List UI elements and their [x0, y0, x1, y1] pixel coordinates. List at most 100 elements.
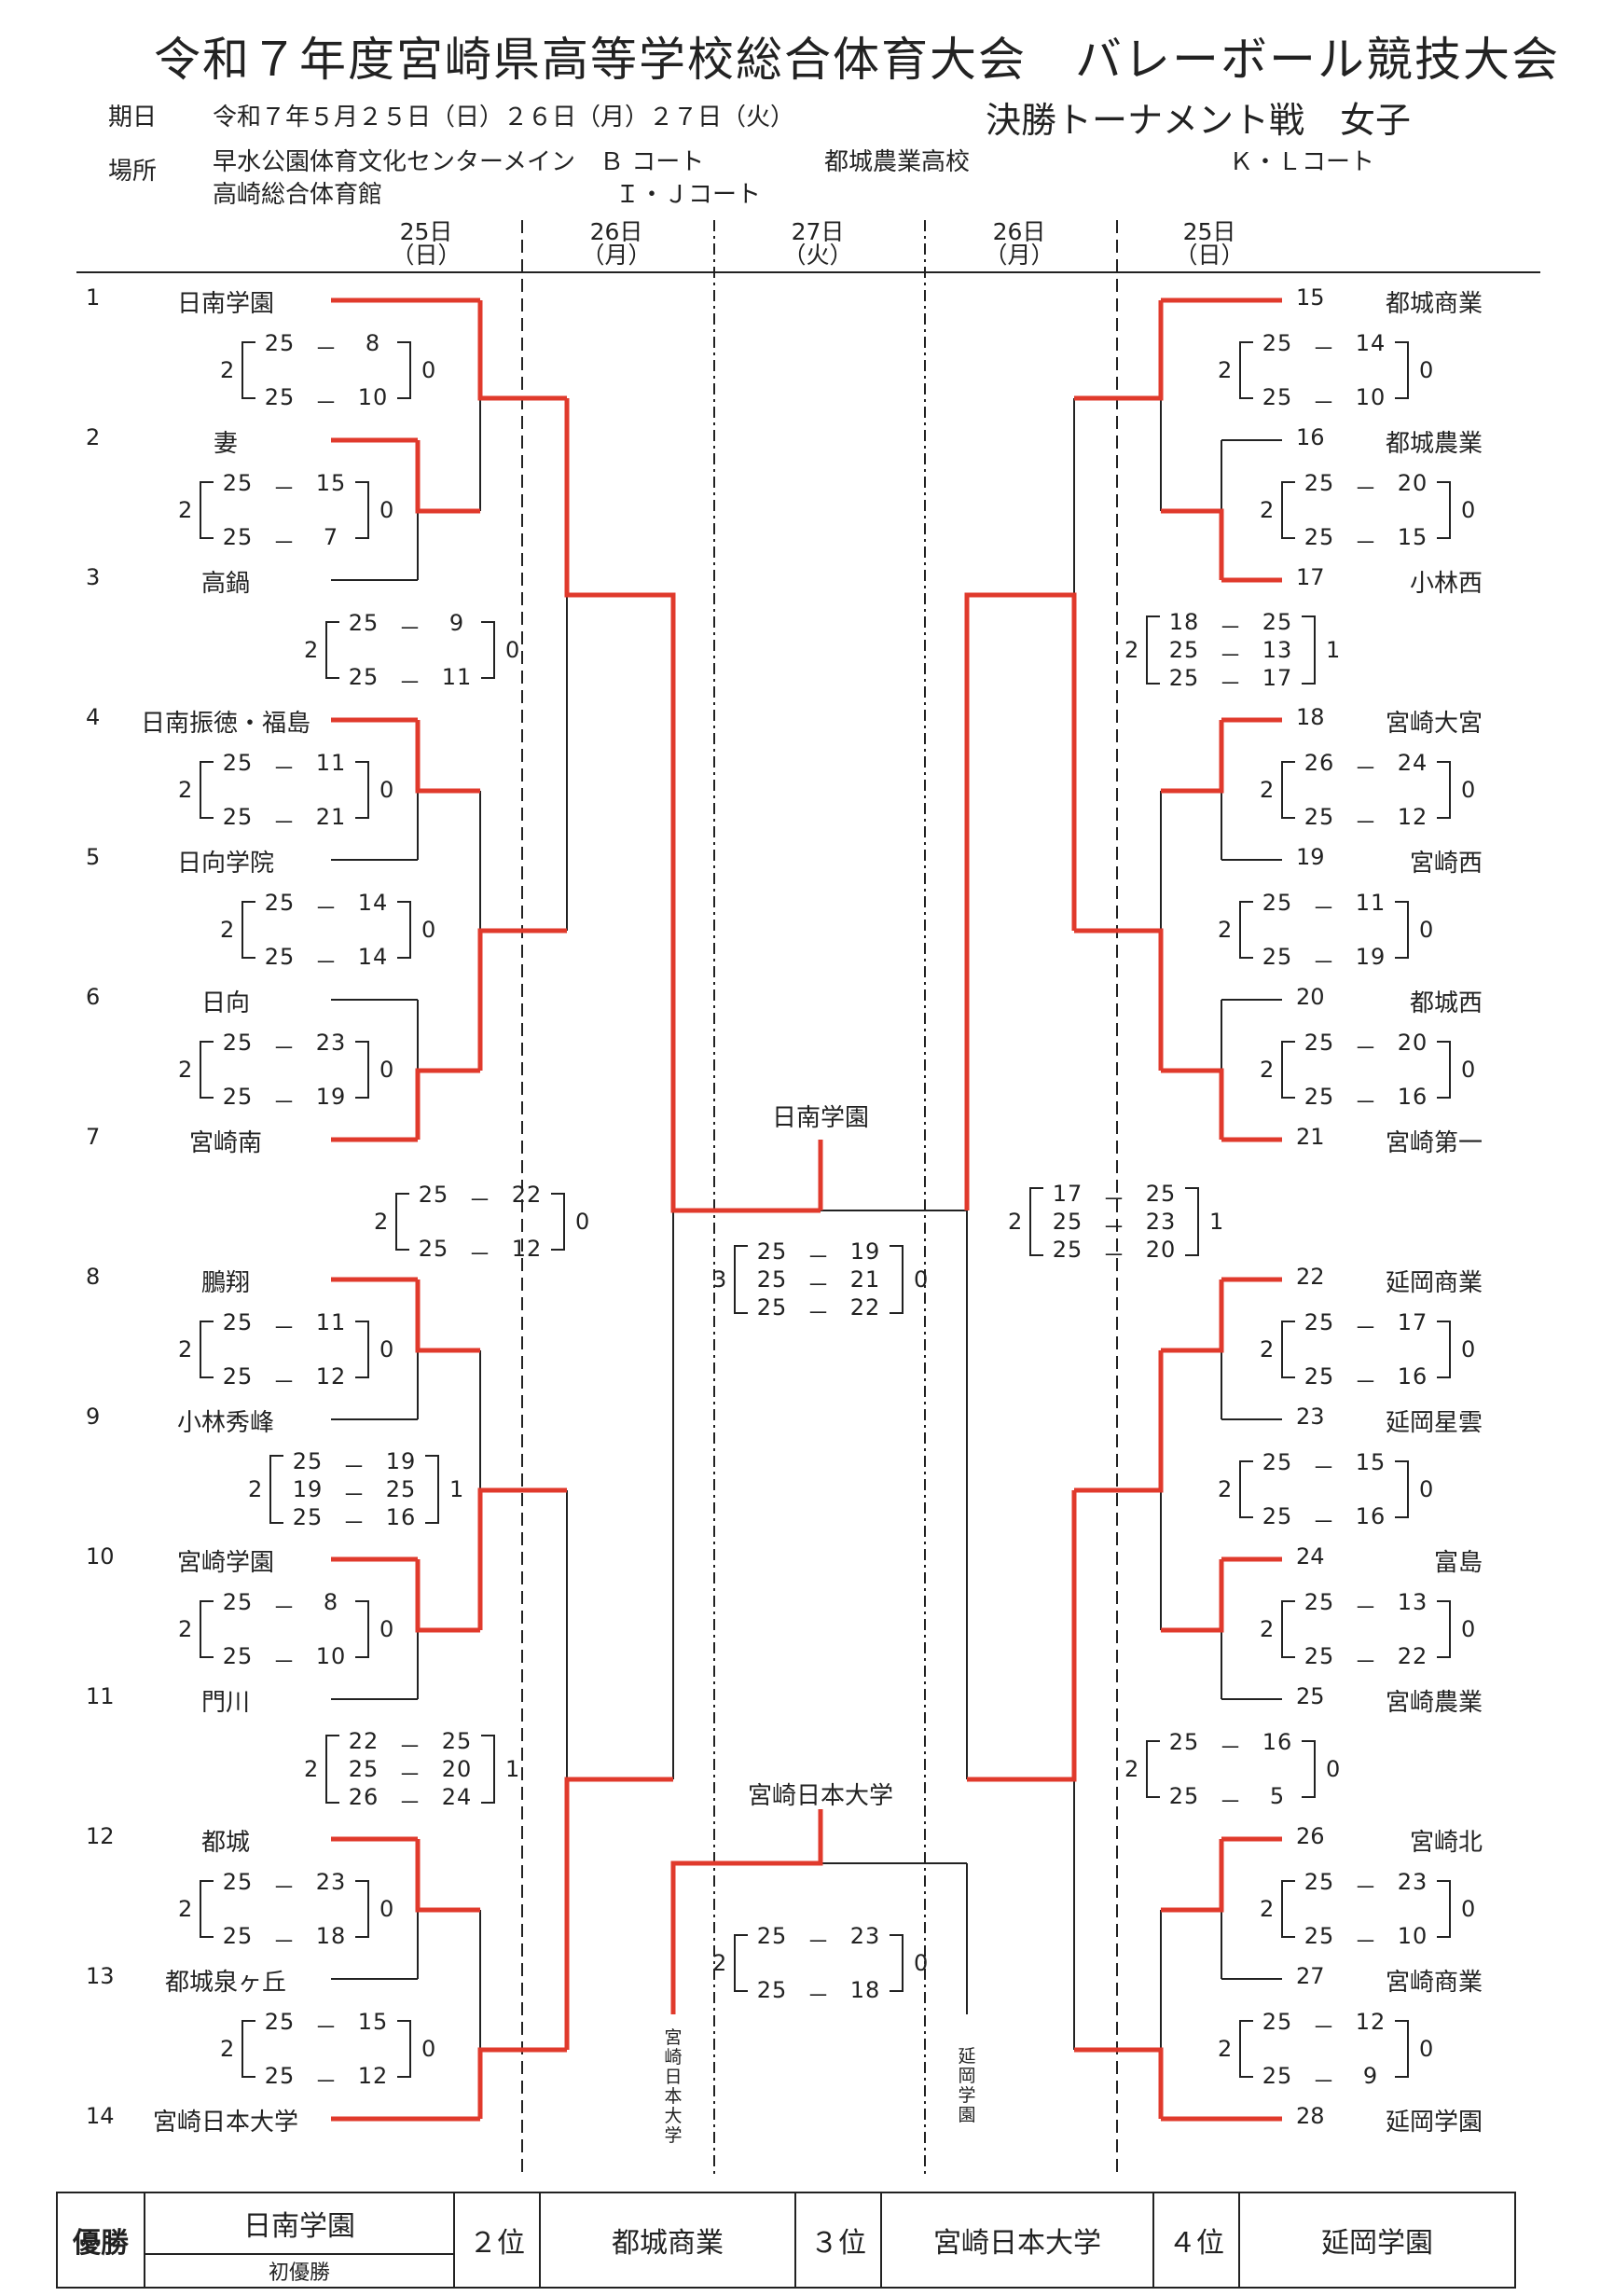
right-match-10-set-score-a: 25	[1304, 1589, 1335, 1615]
left-match-11-bracket-left	[325, 1735, 339, 1804]
left-match-2-sets-won-left: 2	[178, 497, 193, 523]
left-match-2-set-dash: －	[272, 476, 297, 502]
third-winner-path	[670, 1809, 823, 2014]
right-match-7-bracket-left	[1029, 1187, 1043, 1256]
right-match-6-bracket-left	[1281, 1041, 1295, 1099]
left-team-name: 宮崎南	[188, 1129, 262, 1157]
left-match-11-bracket-right	[481, 1735, 495, 1804]
l-w-1	[477, 300, 567, 401]
right-match-3-set-score-b: 17	[1262, 665, 1293, 691]
r-w-24	[1161, 1559, 1224, 1633]
right-match-3-sets-won-left: 2	[1124, 637, 1139, 663]
l-w-4	[415, 720, 480, 794]
right-match-13-set-score-a: 25	[1262, 2009, 1293, 2035]
left-match-4-set-dash: －	[272, 755, 297, 781]
third-place-match-set-dash: －	[807, 1983, 831, 2009]
day-header-left-1: 25日（日）	[391, 218, 462, 269]
left-team-name: 日向	[200, 989, 250, 1017]
second-place-label: ２位	[453, 2192, 541, 2289]
right-match-7-set-score-a: 25	[1052, 1209, 1083, 1235]
right-match-13-sets-won-left: 2	[1218, 2036, 1233, 2062]
right-match-4-bracket-left	[1281, 761, 1295, 819]
left-match-1-set-dash: －	[314, 390, 338, 416]
right-match-5-set-score-b: 11	[1355, 890, 1386, 916]
right-match-6-set-score-a: 25	[1304, 1084, 1335, 1110]
left-match-11-set-score-a: 25	[348, 1756, 379, 1782]
l-w-8	[415, 1279, 480, 1353]
left-match-10-sets-won-left: 2	[178, 1616, 193, 1642]
right-match-12-set-score-b: 10	[1397, 1923, 1428, 1949]
left-match-6-set-score-a: 25	[222, 1084, 254, 1110]
left-match-3-sets-won-right: 0	[505, 637, 520, 663]
left-match-10-sets-won-right: 0	[379, 1616, 394, 1642]
venue-label: 場所	[108, 158, 158, 186]
right-match-7-set-dash: －	[1102, 1214, 1126, 1240]
left-seed-number: 2	[86, 424, 101, 450]
r-w-22b	[1074, 1350, 1164, 1493]
first-place-team: 日南学園	[145, 2193, 453, 2255]
final-match-set-score-b: 19	[849, 1238, 881, 1265]
right-match-11-bracket-left	[1146, 1740, 1160, 1798]
fourth-place-team: 延岡学園	[1238, 2192, 1516, 2289]
left-seed-number: 7	[86, 1124, 101, 1150]
right-match-13-set-score-a: 25	[1262, 2063, 1293, 2089]
left-match-8-sets-won-left: 2	[178, 1336, 193, 1362]
right-match-11-set-dash: －	[1219, 1735, 1243, 1761]
right-match-7-sets-won-right: 1	[1209, 1209, 1224, 1235]
left-match-11-set-score-b: 20	[441, 1756, 473, 1782]
left-seed-number: 1	[86, 284, 101, 311]
right-match-12-bracket-right	[1437, 1880, 1451, 1938]
right-match-8-set-score-b: 16	[1397, 1363, 1428, 1390]
left-match-5-set-dash: －	[314, 895, 338, 921]
left-match-12-bracket-left	[200, 1880, 214, 1938]
right-match-12-bracket-left	[1281, 1880, 1295, 1938]
right-match-3-set-score-a: 25	[1168, 637, 1200, 663]
right-match-12-set-score-a: 25	[1304, 1923, 1335, 1949]
right-seed-number: 25	[1296, 1683, 1325, 1709]
left-match-7-set-dash: －	[468, 1241, 492, 1267]
right-match-13-set-score-b: 9	[1362, 2063, 1379, 2089]
left-match-8-set-dash: －	[272, 1315, 297, 1341]
left-match-9-set-dash: －	[342, 1482, 366, 1508]
left-match-12-sets-won-left: 2	[178, 1896, 193, 1922]
l-w-7b	[477, 928, 567, 1071]
right-match-11-sets-won-left: 2	[1124, 1756, 1139, 1782]
left-match-5-set-score-a: 25	[264, 890, 296, 916]
third-place-match-set-score-a: 25	[756, 1977, 788, 2003]
right-seed-number: 27	[1296, 1963, 1325, 1989]
left-match-5-set-score-b: 14	[357, 944, 389, 970]
left-match-11-sets-won-left: 2	[304, 1756, 319, 1782]
day-header-final: 27日（火）	[782, 218, 853, 269]
right-match-5-sets-won-right: 0	[1419, 917, 1434, 943]
left-match-3-bracket-left	[325, 621, 339, 679]
right-match-2-bracket-right	[1437, 481, 1451, 539]
right-match-8-sets-won-right: 0	[1461, 1336, 1476, 1362]
right-match-4-set-dash: －	[1354, 755, 1378, 781]
right-match-13-bracket-left	[1239, 2020, 1253, 2078]
third-place-match-bracket-left	[734, 1934, 748, 1992]
third-place-match-sets-won-left: 2	[712, 1950, 727, 1976]
l-w-12	[415, 1839, 480, 1913]
right-match-9-set-score-b: 16	[1355, 1503, 1386, 1529]
right-match-8-set-dash: －	[1354, 1315, 1378, 1341]
left-match-2-sets-won-right: 0	[379, 497, 394, 523]
right-match-13-set-dash: －	[1312, 2068, 1336, 2095]
right-match-10-set-score-b: 13	[1397, 1589, 1428, 1615]
right-match-1-set-dash: －	[1312, 336, 1336, 362]
left-match-12-sets-won-right: 0	[379, 1896, 394, 1922]
left-seed-number: 12	[86, 1823, 115, 1849]
right-match-7-set-score-b: 20	[1145, 1237, 1177, 1263]
right-match-6-bracket-right	[1437, 1041, 1451, 1099]
right-match-5-set-score-a: 25	[1262, 944, 1293, 970]
right-match-12-set-dash: －	[1354, 1929, 1378, 1955]
right-match-1-set-score-a: 25	[1262, 384, 1293, 410]
right-match-7-set-score-b: 25	[1145, 1181, 1177, 1207]
right-match-12-set-score-b: 23	[1397, 1869, 1428, 1895]
left-match-5-set-score-b: 14	[357, 890, 389, 916]
right-match-9-sets-won-right: 0	[1419, 1476, 1434, 1502]
third-place-match-set-dash: －	[807, 1929, 831, 1955]
left-match-1-set-score-a: 25	[264, 330, 296, 356]
final-match-set-dash: －	[807, 1300, 831, 1326]
right-seed-number: 23	[1296, 1404, 1325, 1430]
left-match-1-bracket-left	[241, 341, 255, 399]
